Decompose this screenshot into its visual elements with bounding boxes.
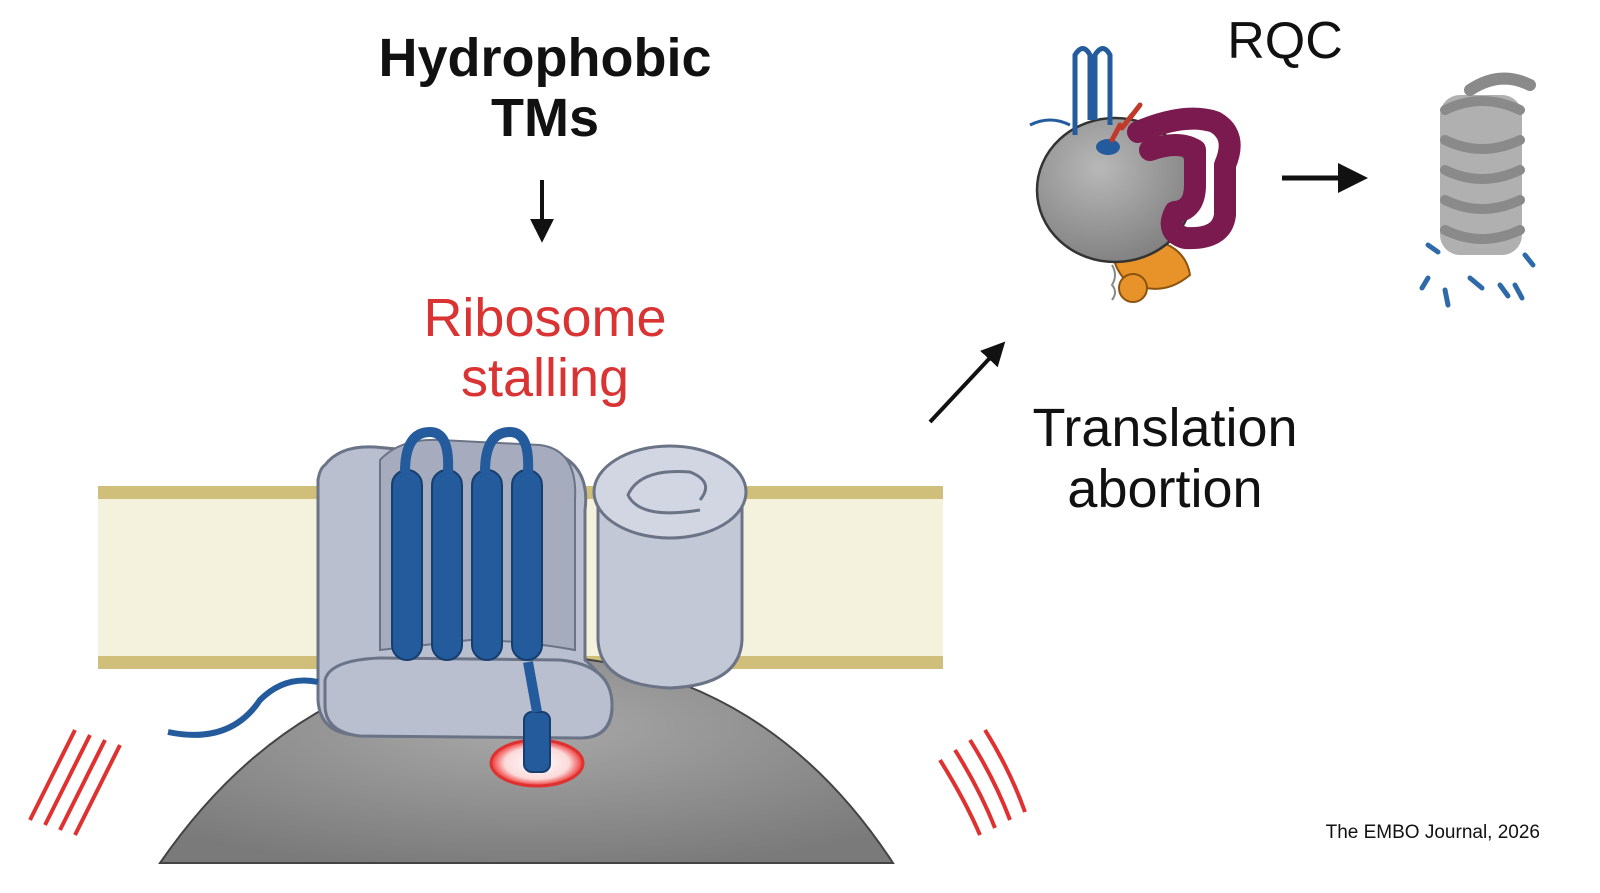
label-hydrophobic-tms: Hydrophobic TMs	[330, 28, 760, 149]
arrow-abortion	[928, 341, 1006, 424]
peptide-fragments	[1419, 242, 1536, 308]
stall-signal-left	[28, 729, 122, 836]
stall-signal-right	[938, 728, 1027, 836]
label-line: TMs	[491, 88, 599, 149]
citation: The EMBO Journal, 2026	[1325, 822, 1540, 843]
label-line: Hydrophobic	[378, 28, 712, 88]
label-ribosome-stalling: Ribosome stalling	[330, 288, 760, 409]
label-rqc: RQC	[1227, 12, 1343, 70]
label-line: Ribosome	[423, 288, 667, 348]
label-line: abortion	[1067, 459, 1263, 520]
translocon-lower-arm	[323, 656, 614, 740]
nascent-chain-tail	[167, 677, 319, 738]
label-line: stalling	[460, 348, 630, 409]
label-line: Translation	[1032, 398, 1298, 458]
tm-helices	[391, 426, 551, 773]
rqc-complex	[1029, 46, 1241, 303]
translocon-partner-subunit	[592, 444, 748, 690]
degradation-coil	[1440, 72, 1536, 255]
label-translation-abortion: Translation abortion	[960, 398, 1370, 520]
